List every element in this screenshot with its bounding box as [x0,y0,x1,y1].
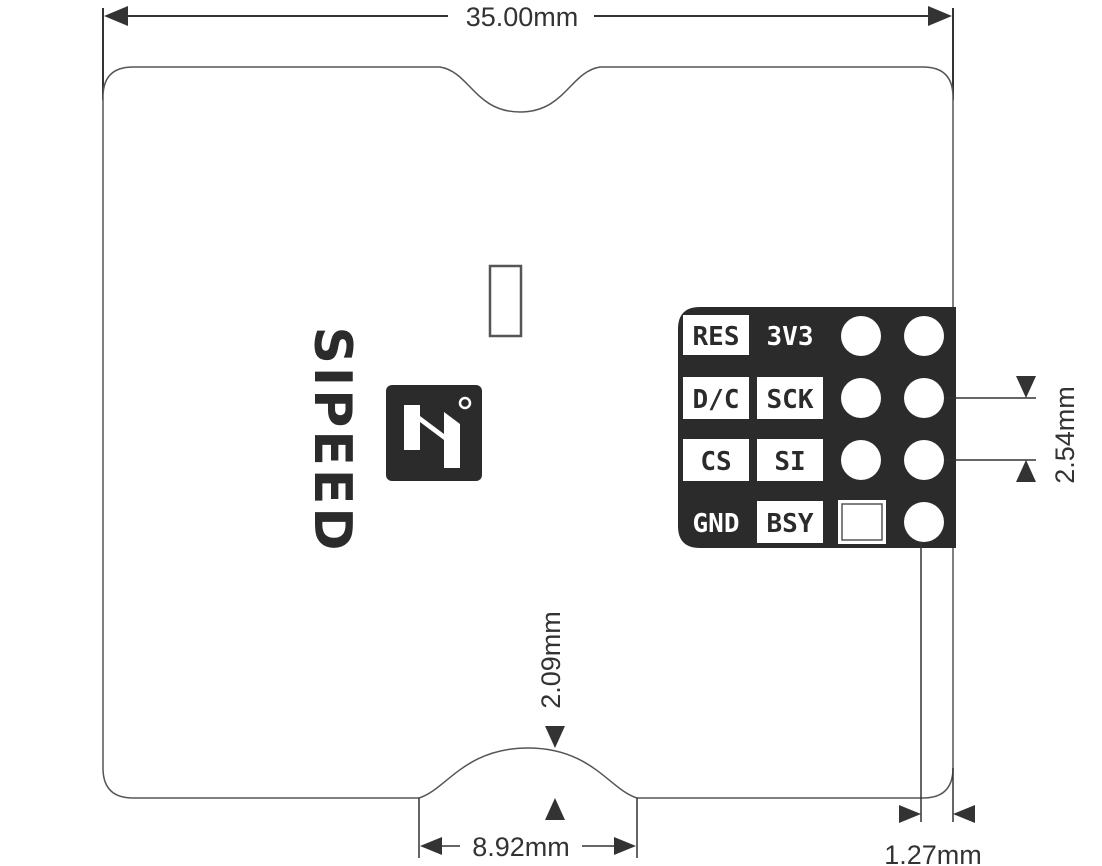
pin-label-cs: CS [700,447,731,477]
pin-pad [904,316,944,356]
edge-offset-label: 1.27mm [884,840,982,866]
pin-pad [841,440,881,480]
pin-label-box [757,501,823,543]
pin-header-background [678,307,956,548]
pitch-arrow-top [1016,376,1036,398]
sipeed-wordmark: SIPEED [302,326,362,553]
pin-label-box [683,377,749,419]
pin-pad [904,502,944,542]
sipeed-logo: SIPEED [302,326,482,554]
pin-label-box [757,377,823,419]
pitch-dimension-label: 2.54mm [1050,386,1080,484]
pin-label-box [683,439,749,481]
width-arrow-right [928,6,952,26]
edge-offset-dimension: 1.27mm [884,542,982,866]
notch-depth-arrow-bottom [545,798,565,820]
edge-offset-arrow-right [953,805,975,823]
pin-pad [841,378,881,418]
pin-header: RES 3V3 D/C SCK CS SI GND BSY [678,307,956,548]
notch-depth-label: 2.09mm [536,611,566,709]
pin-label-bsy: BSY [767,509,814,539]
pitch-arrow-bottom [1016,460,1036,482]
pitch-dimension: 2.54mm [944,376,1080,484]
width-dimension-label: 35.00mm [466,2,579,32]
notch-width-label: 8.92mm [472,832,570,862]
pin-label-box [757,439,823,481]
edge-offset-arrow-left [899,805,921,823]
width-arrow-left [104,6,128,26]
sipeed-logo-mark [404,405,460,468]
notch-width-arrow-left [420,837,442,855]
pin-label-res: RES [693,322,740,352]
notch-width-arrow-right [614,837,636,855]
pin-label-sck: SCK [767,385,814,415]
width-dimension: 35.00mm [102,2,954,100]
pin-label-box [683,315,749,355]
pin-label-gnd: GND [693,509,740,539]
component-outline [488,264,523,338]
notch-width-dimension: 8.92mm [418,798,638,862]
pin-pad [904,440,944,480]
pin-pad-square [841,503,883,541]
pin-label-3v3: 3V3 [767,322,814,352]
pin-pad [841,316,881,356]
pin-label-si: SI [774,447,805,477]
pin-pad [904,378,944,418]
pin-label-dc: D/C [693,385,740,415]
notch-depth-arrow-top [545,726,565,748]
sipeed-logo-dot-icon [458,396,472,410]
notch-depth-dimension: 2.09mm [536,611,566,820]
